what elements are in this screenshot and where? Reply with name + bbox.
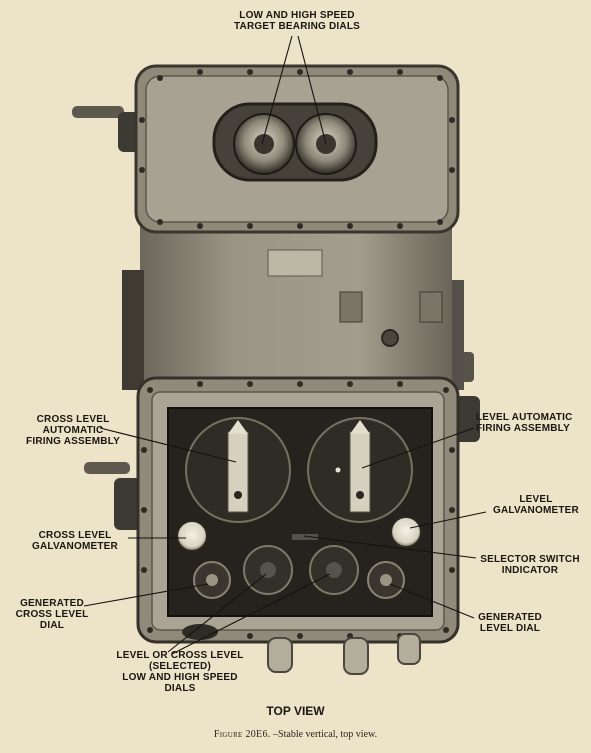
label-line: FIRING ASSEMBLY xyxy=(476,423,570,434)
level-firing-assembly xyxy=(307,417,413,523)
label-line: LOW AND HIGH SPEED xyxy=(239,10,355,21)
label-generated-level-dial: GENERATED LEVEL DIAL xyxy=(468,612,552,634)
label-line: LOW AND HIGH SPEED xyxy=(122,672,238,683)
label-line: DIALS xyxy=(164,683,196,694)
left-handwheel-lower xyxy=(84,462,142,530)
label-line: GENERATED xyxy=(478,612,542,623)
label-generated-cross-level-dial: GENERATED CROSS LEVEL DIAL xyxy=(4,598,100,631)
mounting-feet xyxy=(267,633,421,675)
label-cross-level-firing-assembly: CROSS LEVEL AUTOMATIC FIRING ASSEMBLY xyxy=(14,414,132,447)
leader-lines xyxy=(83,35,487,655)
label-line: CROSS LEVEL xyxy=(36,414,110,425)
nameplate xyxy=(267,249,323,277)
label-line: SELECTOR SWITCH xyxy=(480,554,580,565)
view-title: TOP VIEW xyxy=(266,704,325,718)
figure-number: Figure 20E6. xyxy=(213,729,271,740)
label-selector-switch-indicator: SELECTOR SWITCH INDICATOR xyxy=(476,554,584,576)
cross-level-firing-assembly xyxy=(185,417,291,523)
label-line: LEVEL xyxy=(519,494,553,505)
left-handwheel-upper xyxy=(72,106,142,152)
label-line: (SELECTED) xyxy=(149,661,211,672)
level-galvanometer xyxy=(390,516,422,548)
label-line: LEVEL AUTOMATIC xyxy=(476,412,573,423)
label-level-firing-assembly: LEVEL AUTOMATIC FIRING ASSEMBLY xyxy=(476,412,573,434)
instrument-photo xyxy=(72,35,487,675)
label-line: AUTOMATIC xyxy=(42,425,104,436)
label-line: GALVANOMETER xyxy=(32,541,118,552)
label-line: LEVEL OR CROSS LEVEL xyxy=(116,650,244,661)
caption-text: –Stable vertical, top view. xyxy=(273,729,378,740)
label-line: GENERATED xyxy=(20,598,84,609)
label-line: FIRING ASSEMBLY xyxy=(26,436,120,447)
label-selected-dials: LEVEL OR CROSS LEVEL (SELECTED) LOW AND … xyxy=(106,650,254,694)
label-line: LEVEL DIAL xyxy=(479,623,541,634)
label-line: CROSS LEVEL xyxy=(15,609,89,620)
upper-housing xyxy=(134,64,460,234)
label-target-bearing-dials: LOW AND HIGH SPEED TARGET BEARING DIALS xyxy=(205,10,389,32)
label-line: TARGET BEARING DIALS xyxy=(233,21,361,32)
label-line: GALVANOMETER xyxy=(493,505,579,516)
lower-housing xyxy=(136,376,460,644)
label-line: DIAL xyxy=(39,620,65,631)
label-cross-level-galvanometer: CROSS LEVEL GALVANOMETER xyxy=(20,530,130,552)
cross-level-galvanometer xyxy=(176,520,208,552)
label-level-galvanometer: LEVEL GALVANOMETER xyxy=(490,494,582,516)
label-line: INDICATOR xyxy=(501,565,559,576)
figure-caption: Figure 20E6. –Stable vertical, top view. xyxy=(0,729,591,740)
label-line: CROSS LEVEL xyxy=(38,530,112,541)
selector-switch-indicator xyxy=(292,534,318,540)
